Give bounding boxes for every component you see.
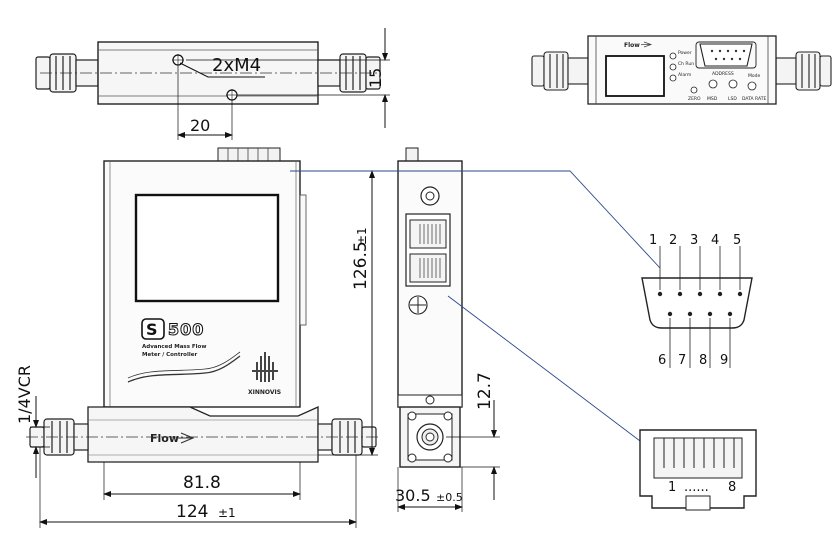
rj45-pinout-detail: 1 ...... 8 [639,429,757,511]
db9-pin-9: 9 [720,353,728,368]
product-line-1: Advanced Mass Flow [142,344,206,350]
front-flow-label: Flow [150,432,179,445]
brand-badge [141,318,165,340]
xinnovis-logo-icon [252,352,278,382]
db9-pin-2: 2 [669,233,677,248]
top-view-panel: Flow Power Ch Run Alarm ADDRESS Mode ZER… [531,35,832,105]
data-rate-label: DATA RATE [742,96,766,102]
top-flow-label: Flow [624,42,640,49]
thread-label: 2xM4 [212,55,261,76]
brand-letter: S [146,320,158,339]
total-length-tol-label: ±1 [218,506,236,520]
front-top-connector [217,147,281,162]
led-power-label: Power [678,50,692,56]
flow-arrow-icon [176,432,195,444]
db9-pin-6: 6 [658,353,666,368]
db9-pin-3: 3 [690,233,698,248]
total-length-label: 124 [176,502,208,522]
led-chrun-label: Ch Run [678,61,694,67]
front-view: S 500 Advanced Mass Flow Meter / Control… [15,147,380,528]
lsd-label: LSD [728,96,737,102]
rj45-pin-last: 8 [728,480,736,495]
fitting-label: 1/4VCR [15,365,34,424]
top-db9-connector [699,43,753,67]
led-alarm-label: Alarm [678,72,691,78]
db9-pin-7: 7 [678,353,686,368]
rj45-pin-first: 1 [668,480,676,495]
db9-leader-line [290,170,661,269]
hole-spacing-label: 20 [190,116,210,135]
flow-axis-height-label: 12.7 [475,372,495,410]
mode-label: Mode [748,73,760,79]
depth-label: 30.5 [395,486,431,505]
logo-text: XINNOVIS [248,389,281,396]
side-view: 12.7 30.5 ±0.5 [395,147,500,512]
flow-base-block [87,405,319,463]
db9-pin-5: 5 [733,233,741,248]
db9-pin-4: 4 [711,233,719,248]
height-tol-label: ±1 [355,227,369,245]
swoosh-decoration [127,355,241,383]
depth-tol-label: ±0.5 [436,491,463,504]
msd-label: MSD [707,96,718,102]
rj45-pin-dots: ...... [684,480,709,495]
rj45-leader-line [447,295,661,457]
db9-pin-8: 8 [699,353,707,368]
top-display [605,55,665,97]
db9-pin-1: 1 [649,233,657,248]
db9-pinout-detail: 1 2 3 4 5 6 7 8 9 [641,233,753,368]
zero-label: ZERO [688,96,701,102]
address-label: ADDRESS [712,71,734,77]
front-display [134,193,280,303]
height-label: 126.5 [351,241,371,290]
side-rj45-jacks [405,213,451,287]
body-length-label: 81.8 [183,473,221,493]
hole-offset-label: 15 [366,68,385,88]
brand-digits: 500 [168,320,204,339]
product-line-2: Meter / Controller [142,352,197,358]
top-view-mounting: 2xM4 20 15 [35,28,390,140]
